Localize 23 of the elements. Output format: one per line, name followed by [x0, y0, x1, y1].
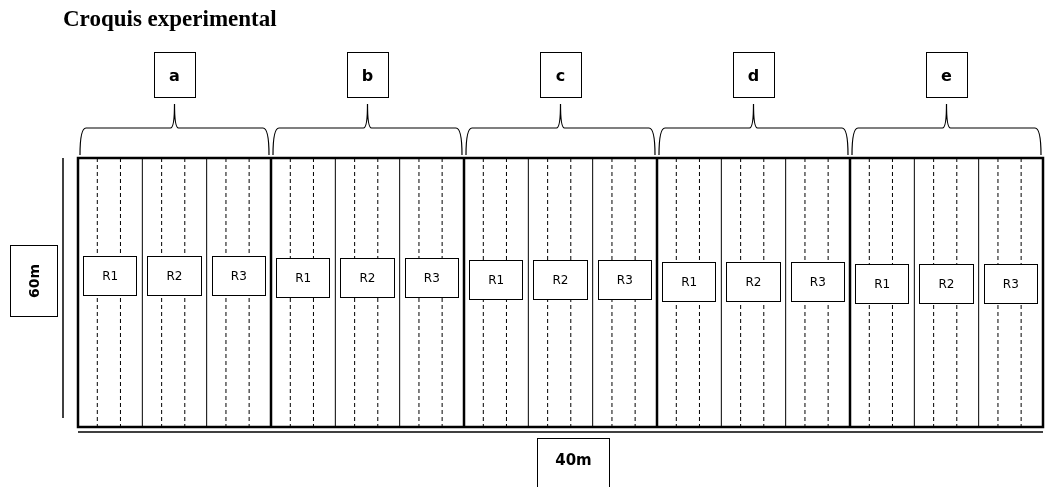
replicate-label: R1 — [874, 277, 891, 291]
replicate-label: R1 — [102, 269, 119, 283]
replicate-label: R1 — [681, 275, 698, 289]
replicate-label: R3 — [616, 273, 633, 287]
replicate-label: R3 — [230, 269, 247, 283]
treatment-label: c — [555, 65, 566, 85]
treatment-label: b — [361, 65, 374, 85]
dimension-label: 60m — [26, 263, 42, 299]
replicate-label: R2 — [359, 271, 376, 285]
replicate-label: R2 — [938, 277, 955, 291]
treatment-label: e — [941, 65, 952, 85]
title: Croquis experimental — [63, 6, 277, 32]
replicate-label: R2 — [166, 269, 183, 283]
replicate-label: R2 — [552, 273, 569, 287]
replicate-label: R1 — [295, 271, 312, 285]
treatment-label: d — [747, 65, 760, 85]
replicate-label: R3 — [1002, 277, 1019, 291]
replicate-label: R3 — [423, 271, 440, 285]
replicate-label: R2 — [745, 275, 762, 289]
replicate-label: R3 — [809, 275, 826, 289]
dimension-label: 40m — [555, 451, 592, 469]
replicate-label: R1 — [488, 273, 505, 287]
treatment-label: a — [169, 65, 180, 85]
